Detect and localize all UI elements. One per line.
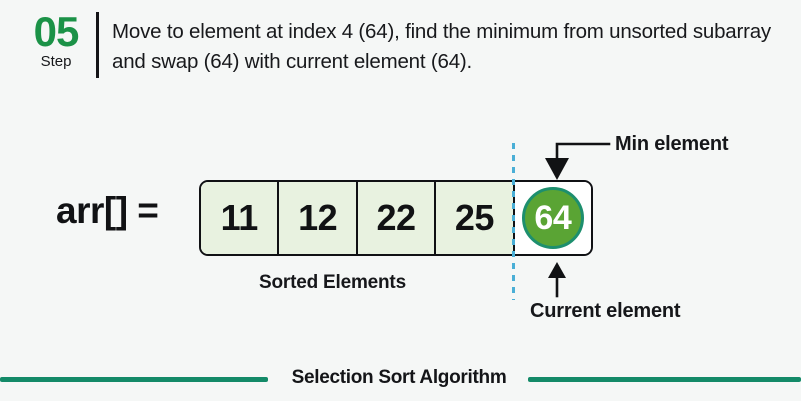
array-cell-4[interactable]: 64 bbox=[514, 182, 591, 254]
min-element-arrow bbox=[545, 142, 611, 180]
current-element-arrow bbox=[548, 262, 566, 298]
array-cell-1[interactable]: 12 bbox=[279, 182, 358, 254]
min-element-label: Min element bbox=[615, 133, 729, 155]
partition-dashed-line bbox=[512, 143, 515, 300]
step-badge: 05 Step bbox=[22, 10, 90, 71]
min-element-circle: 64 bbox=[521, 187, 584, 249]
footer-rule-right bbox=[528, 377, 801, 382]
array-cell-value: 11 bbox=[220, 197, 259, 238]
current-element-label: Current element bbox=[530, 300, 681, 322]
array-cell-3[interactable]: 25 bbox=[436, 182, 515, 254]
step-number: 05 bbox=[33, 8, 80, 55]
array-container: 11 12 22 25 64 bbox=[199, 180, 593, 256]
array-cell-value: 22 bbox=[376, 197, 416, 238]
array-cell-value: 64 bbox=[534, 199, 572, 237]
array-label: arr[] = bbox=[56, 190, 159, 231]
sorted-elements-label: Sorted Elements bbox=[259, 272, 406, 293]
header-divider bbox=[96, 12, 99, 78]
array-cell-value: 25 bbox=[454, 197, 495, 238]
step-description: Move to element at index 4 (64), find th… bbox=[112, 20, 771, 73]
array-cell-2[interactable]: 22 bbox=[357, 182, 437, 254]
step-word: Step bbox=[40, 53, 72, 70]
footer-title: Selection Sort Algorithm bbox=[291, 367, 507, 388]
footer-rule-left bbox=[0, 377, 268, 382]
array-cell-0[interactable]: 11 bbox=[201, 182, 280, 254]
array-cell-value: 12 bbox=[298, 197, 338, 238]
